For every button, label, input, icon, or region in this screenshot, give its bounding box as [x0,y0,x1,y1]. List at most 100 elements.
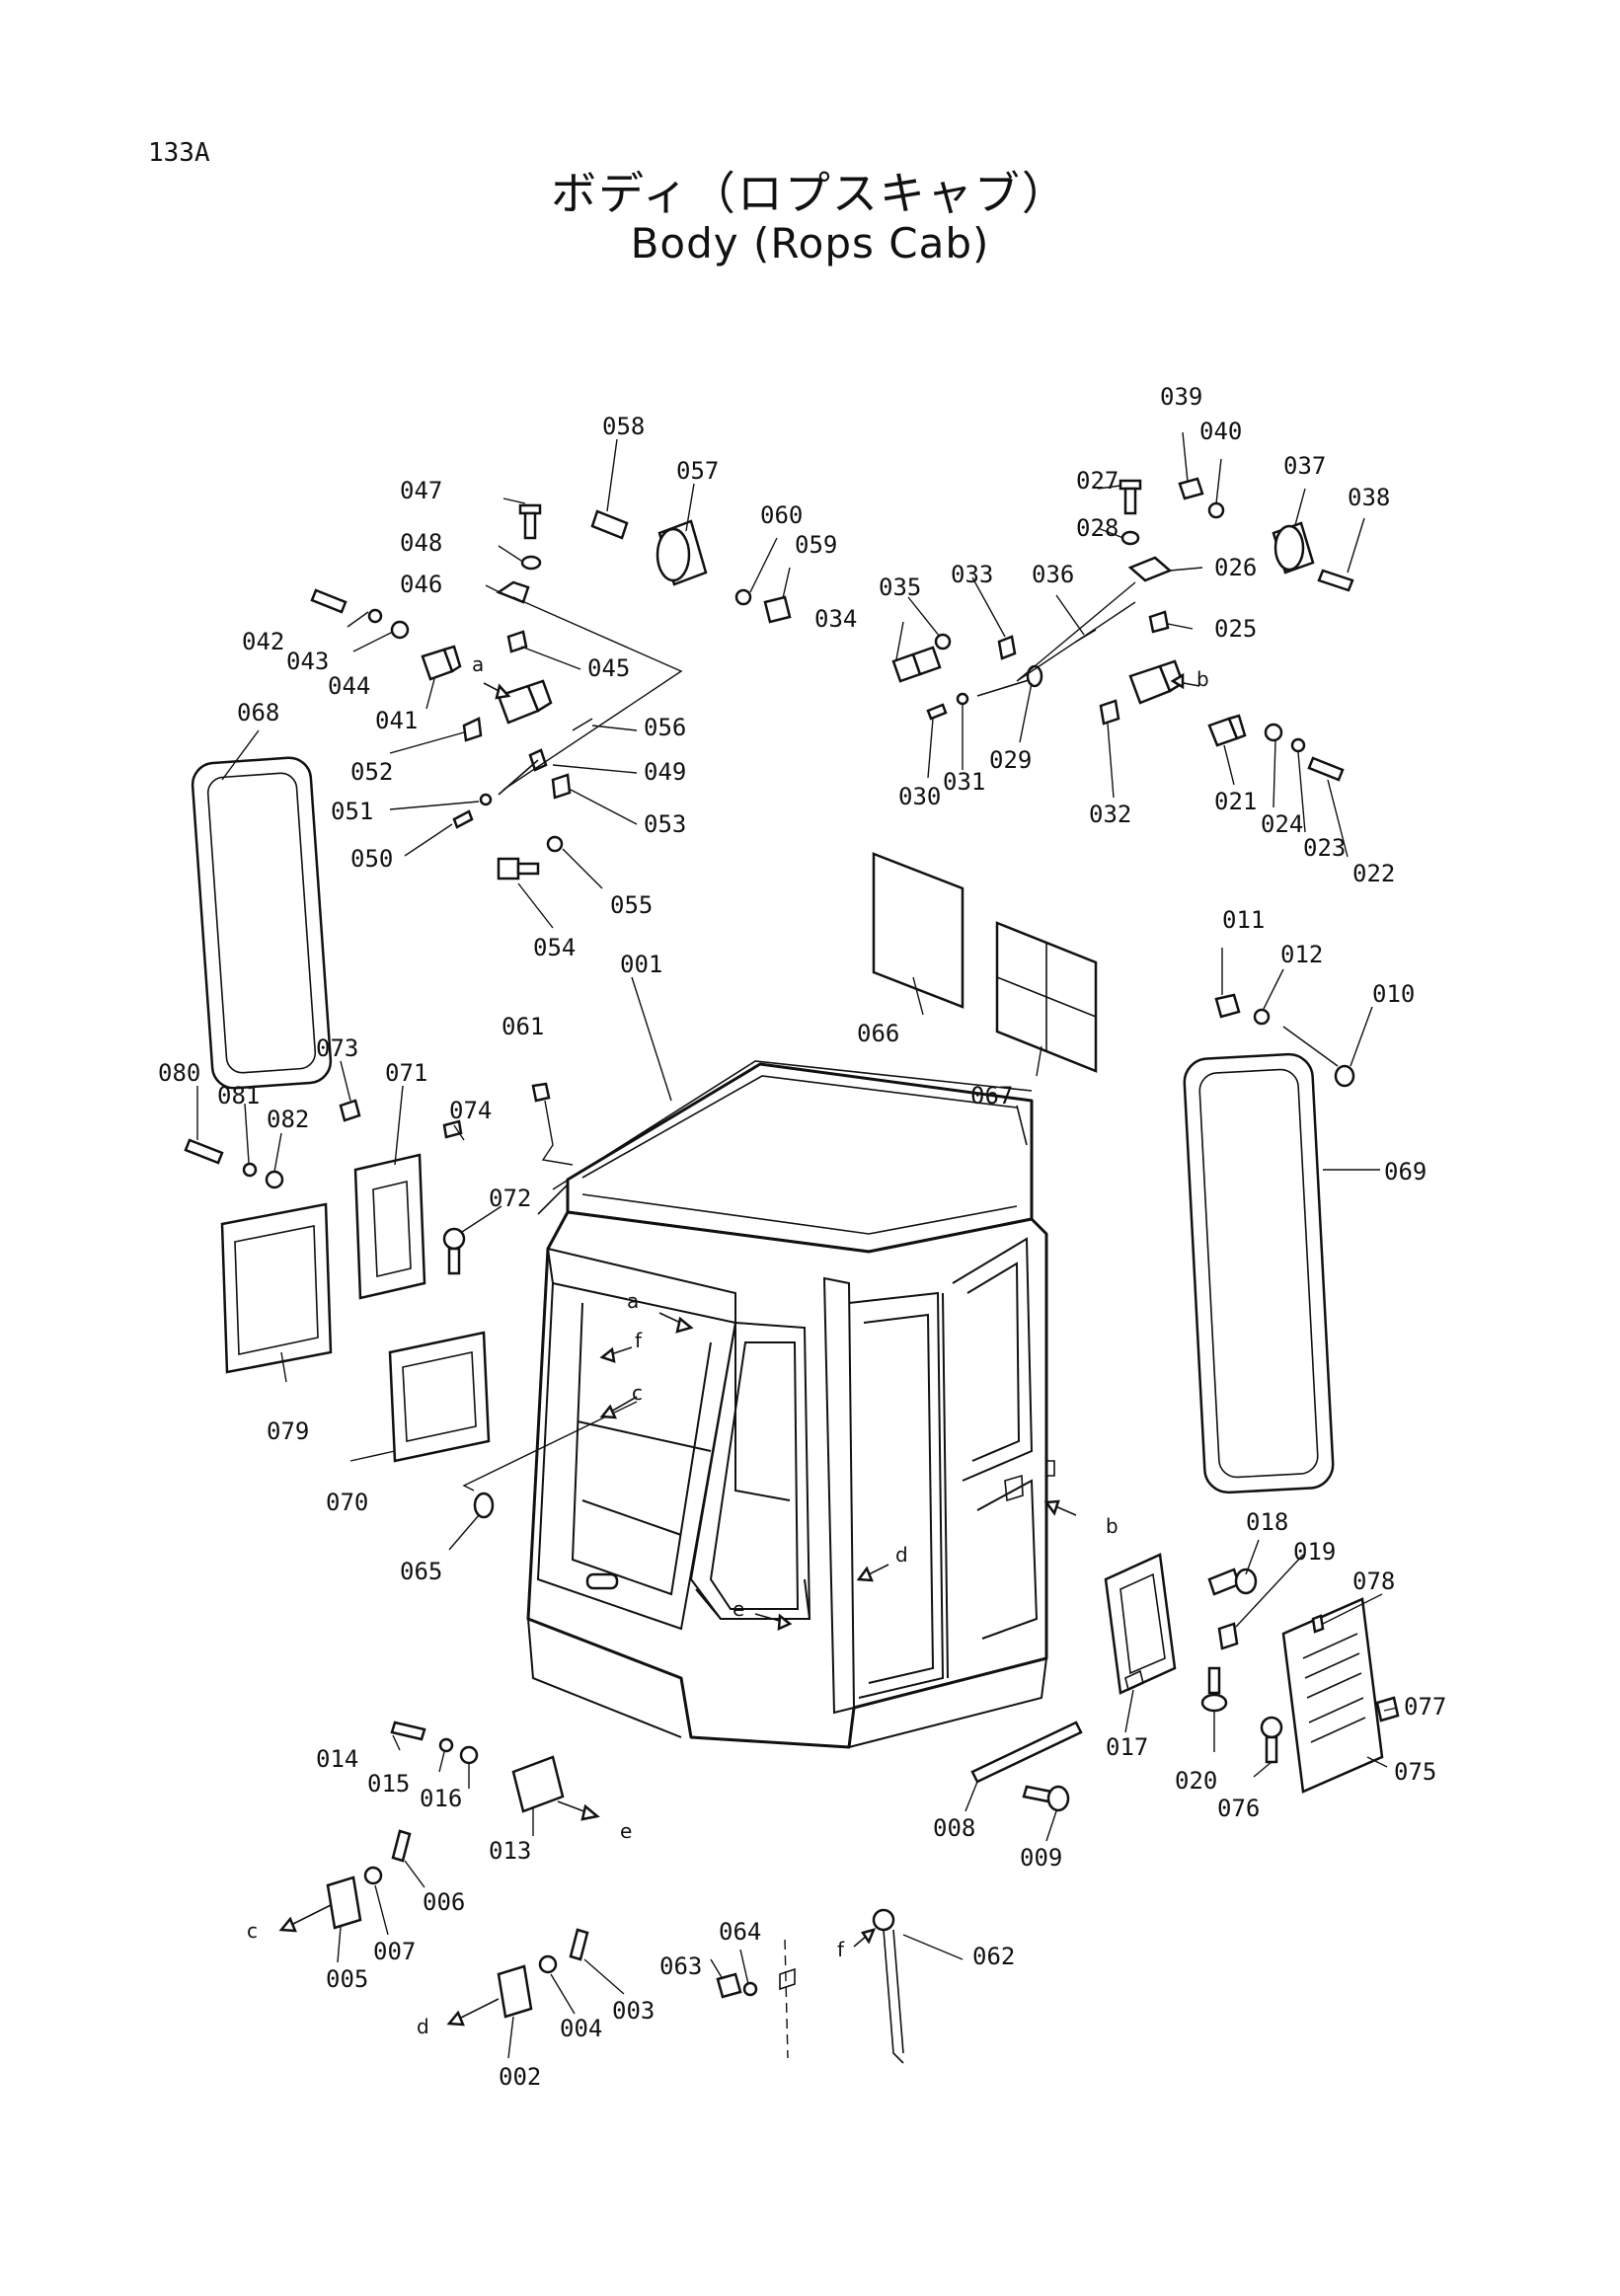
callout-037: 037 [1283,452,1326,480]
callout-060: 060 [760,501,803,529]
callout-023: 023 [1303,834,1346,862]
callout-069: 069 [1384,1158,1427,1186]
ref-letter-e-cab: e [733,1597,744,1621]
callout-039: 039 [1160,383,1202,411]
callout-042: 042 [242,628,284,655]
callout-004: 004 [560,2015,602,2042]
ref-letter-c-005: c [247,1919,258,1943]
ref-letter-b-top: b [1196,667,1209,691]
callout-075: 075 [1394,1758,1436,1786]
callout-036: 036 [1032,561,1074,588]
ref-letter-a-top: a [472,652,484,676]
callout-078: 078 [1352,1568,1395,1595]
callout-070: 070 [326,1489,368,1516]
callout-008: 008 [933,1814,975,1842]
lower-right-parts [970,1553,1400,1812]
callout-079: 079 [267,1417,309,1445]
callout-043: 043 [286,648,329,675]
callout-003: 003 [612,1997,655,2025]
callout-011: 011 [1222,906,1265,934]
callout-001: 001 [620,951,662,978]
callout-061: 061 [501,1013,544,1040]
callout-022: 022 [1352,860,1395,887]
callout-002: 002 [499,2063,541,2091]
callout-047: 047 [400,477,442,504]
ref-letter-f-cab: f [635,1329,643,1352]
callout-033: 033 [951,561,993,588]
ref-letter-c-cab: c [632,1381,643,1405]
callout-040: 040 [1199,418,1242,445]
callout-080: 080 [158,1059,200,1087]
callout-029: 029 [989,746,1032,774]
leader-lines [196,431,1398,2059]
callout-066: 066 [857,1020,899,1047]
callout-052: 052 [350,758,393,786]
callout-013: 013 [489,1837,531,1865]
callout-006: 006 [423,1888,465,1916]
callout-024: 024 [1261,810,1303,838]
ref-letter-d-002: d [417,2015,429,2038]
callout-030: 030 [898,783,941,810]
ref-letter-a-cab: a [627,1289,639,1313]
page-number: 133A [148,138,210,168]
callout-044: 044 [328,672,370,700]
callout-046: 046 [400,571,442,598]
callout-053: 053 [644,810,686,838]
callout-005: 005 [326,1965,368,1993]
callout-062: 062 [972,1943,1015,1970]
callout-038: 038 [1348,484,1390,511]
callout-010: 010 [1372,980,1415,1008]
callout-028: 028 [1076,514,1119,542]
callout-045: 045 [587,654,630,682]
callout-068: 068 [237,699,279,727]
callout-034: 034 [814,605,857,633]
callout-labels: 001 002 003 004 005 006 007 008 009 010 … [158,383,1446,2091]
callout-050: 050 [350,845,393,873]
cab-body [526,1060,1055,1749]
callout-027: 027 [1076,467,1119,495]
callout-019: 019 [1293,1538,1336,1566]
callout-020: 020 [1175,1767,1217,1795]
latch-assembly-left [310,503,683,880]
callout-009: 009 [1020,1844,1062,1872]
callout-082: 082 [267,1106,309,1133]
callout-012: 012 [1280,941,1323,968]
callout-041: 041 [375,707,418,734]
title-english: Body (Rops Cab) [630,219,990,268]
callout-059: 059 [795,531,837,559]
callout-073: 073 [316,1034,358,1062]
callout-058: 058 [602,413,645,440]
callout-032: 032 [1089,801,1131,828]
callout-018: 018 [1246,1508,1288,1536]
callout-007: 007 [373,1938,416,1965]
callout-065: 065 [400,1558,442,1585]
ref-letter-f-062: f [837,1938,845,1961]
callout-081: 081 [217,1082,260,1110]
window-parts [184,756,1355,1519]
callout-067: 067 [970,1082,1013,1110]
callout-077: 077 [1404,1693,1446,1721]
callout-016: 016 [420,1785,462,1812]
callout-051: 051 [331,798,373,825]
callout-017: 017 [1106,1733,1148,1761]
callout-015: 015 [367,1770,410,1798]
mount-group-057 [590,509,792,624]
callout-014: 014 [316,1745,358,1773]
callout-071: 071 [385,1059,427,1087]
callout-063: 063 [659,1952,702,1980]
reference-letters: a b a f c d e b e c d f [247,652,1209,2038]
callout-055: 055 [610,891,653,919]
ref-letter-b-cab: b [1106,1514,1119,1538]
callout-025: 025 [1214,615,1257,643]
callout-064: 064 [719,1918,761,1946]
callout-076: 076 [1217,1795,1260,1822]
callout-057: 057 [676,457,719,485]
callout-049: 049 [644,758,686,786]
callout-035: 035 [879,574,921,601]
callout-031: 031 [943,768,985,796]
callout-048: 048 [400,529,442,557]
ref-letter-d-cab: d [895,1543,908,1567]
callout-054: 054 [533,934,576,961]
callout-056: 056 [644,714,686,741]
